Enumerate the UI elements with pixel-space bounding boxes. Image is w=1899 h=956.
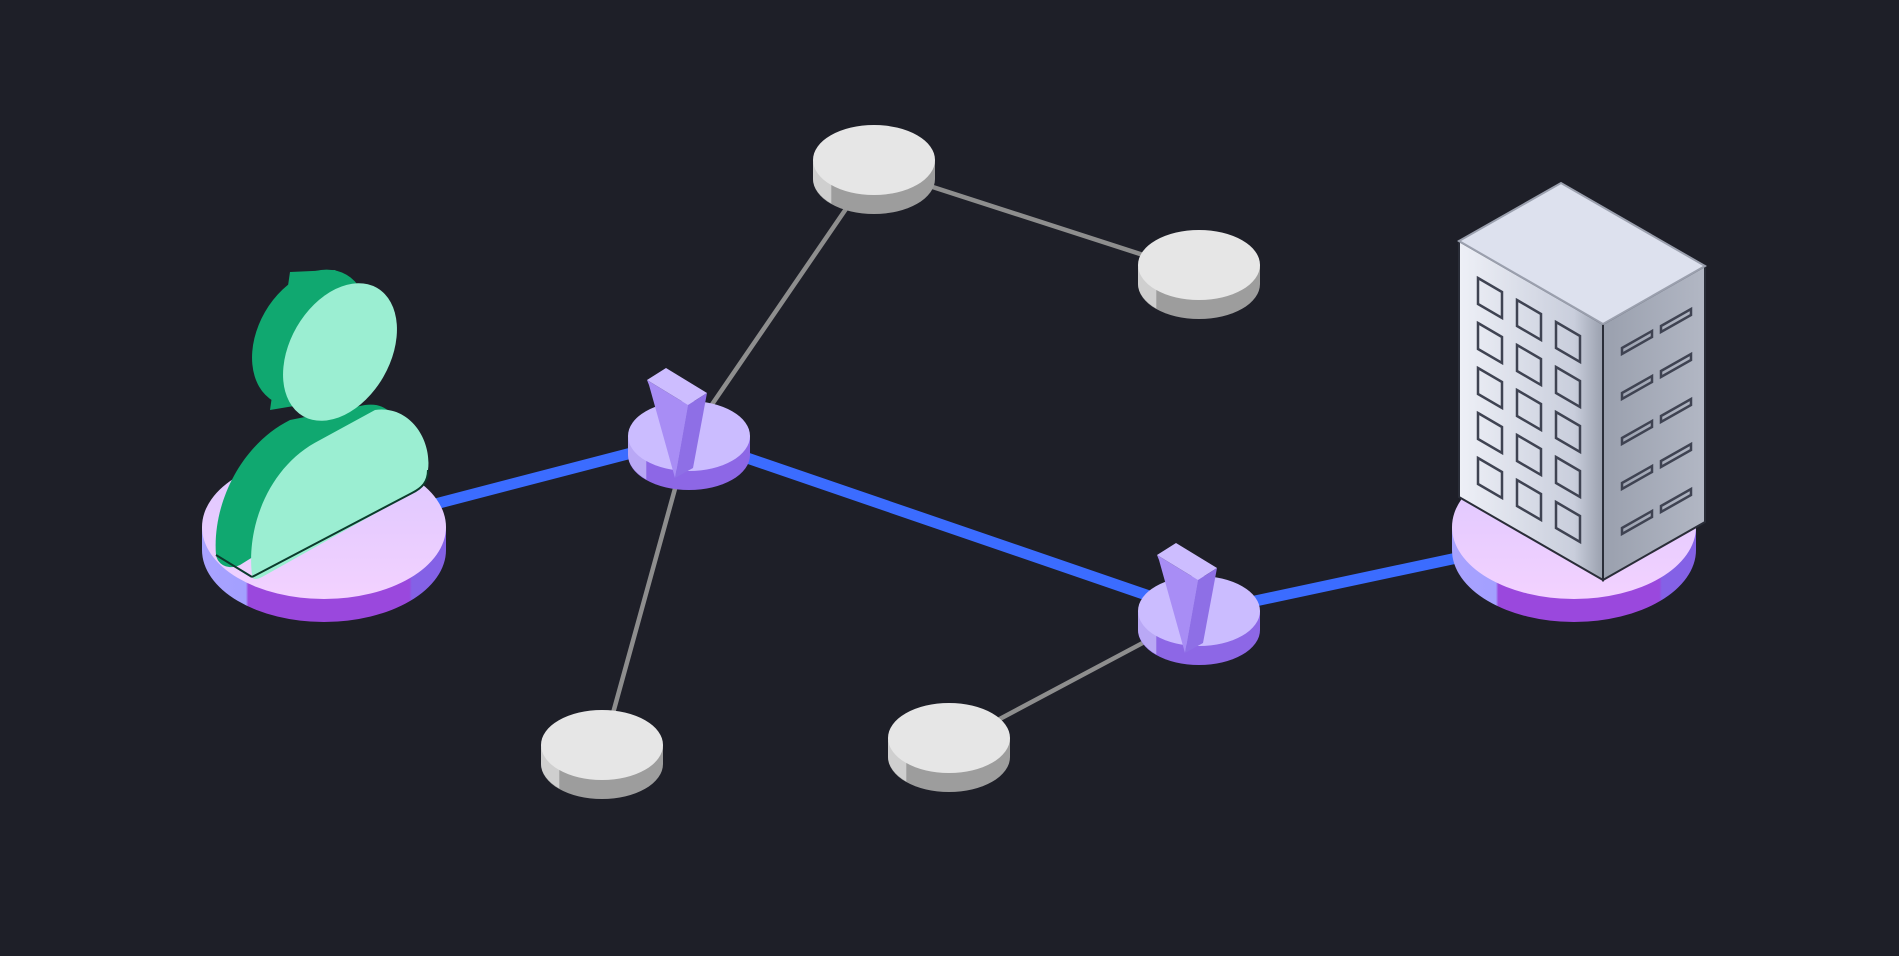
nodes-layer bbox=[202, 125, 1708, 799]
router-marker-icon bbox=[1157, 543, 1217, 653]
endpoint-disc-endpoint-bottom-left bbox=[541, 710, 663, 799]
secondary-link-router-1-to-endpoint-bottom-left bbox=[599, 435, 692, 756]
person-icon bbox=[215, 269, 429, 580]
endpoint-disc-endpoint-right bbox=[1138, 230, 1260, 319]
building-node bbox=[1452, 181, 1708, 622]
router-marker-icon bbox=[647, 368, 707, 478]
building-windows bbox=[1476, 275, 1693, 545]
router-router-2 bbox=[1138, 543, 1260, 665]
secondary-link-router-1-to-endpoint-top bbox=[686, 165, 877, 441]
primary-link-router-1-to-router-2 bbox=[683, 432, 1205, 619]
endpoint-disc-endpoint-bottom-mid bbox=[888, 703, 1010, 792]
user-node bbox=[202, 269, 446, 622]
links-layer bbox=[318, 165, 1580, 756]
router-router-1 bbox=[628, 368, 750, 490]
office-building-icon bbox=[1456, 181, 1708, 582]
endpoint-disc-endpoint-top bbox=[813, 125, 935, 214]
